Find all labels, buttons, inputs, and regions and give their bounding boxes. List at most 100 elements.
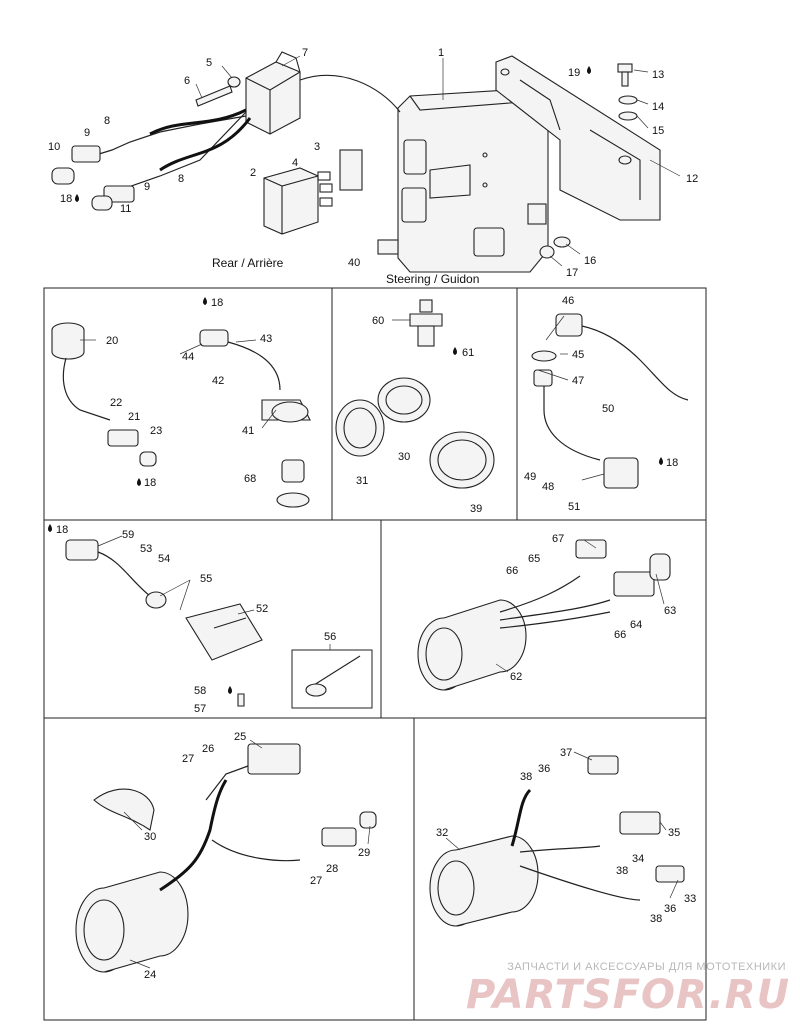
fuses-3-4 (317, 149, 363, 207)
callout-27-upper: 27 (182, 753, 194, 765)
callout-37: 37 (560, 747, 572, 759)
callout-66-upper: 66 (506, 565, 518, 577)
left-harness-8-11 (51, 108, 252, 211)
main-ecu-module (397, 87, 549, 273)
callout-47: 47 (572, 375, 584, 387)
gauge-32-assembly (429, 755, 685, 927)
callout-51: 51 (568, 501, 580, 513)
callout-8-lower: 8 (178, 173, 184, 185)
callout-20: 20 (106, 335, 118, 347)
callout-18-panel-a: 18 (144, 477, 156, 489)
mounting-bracket (495, 55, 661, 221)
caption-rear: Rear / Arrière (212, 256, 284, 270)
callout-1: 1 (438, 47, 444, 59)
callout-24: 24 (144, 969, 156, 981)
drop-icon-18e (48, 524, 52, 532)
callout-58: 58 (194, 685, 206, 697)
callout-13: 13 (652, 69, 664, 81)
caption-steering: Steering / Guidon (386, 272, 479, 286)
callout-23: 23 (150, 425, 162, 437)
callout-38-lower: 38 (650, 913, 662, 925)
callout-62: 62 (510, 671, 522, 683)
callout-11: 11 (120, 203, 131, 215)
callout-40: 40 (348, 257, 360, 269)
callout-64: 64 (630, 619, 642, 631)
callout-19: 19 (568, 67, 580, 79)
screw-6-washer-5 (195, 76, 241, 107)
callout-29: 29 (358, 847, 370, 859)
callout-8-upper: 8 (104, 115, 110, 127)
callout-38-middle: 38 (616, 865, 628, 877)
callout-18-panel-b: 18 (56, 524, 68, 536)
callout-15: 15 (652, 125, 664, 137)
callout-39: 39 (470, 503, 482, 515)
sensor-20-assembly (51, 322, 157, 467)
callout-61: 61 (462, 347, 474, 359)
callout-10: 10 (48, 141, 60, 153)
callout-63: 63 (664, 605, 676, 617)
callout-2: 2 (250, 167, 256, 179)
callout-6: 6 (184, 75, 190, 87)
tachometer-harness-46-51 (531, 313, 689, 489)
ecu-wire-loop (299, 75, 401, 113)
callout-50: 50 (602, 403, 614, 415)
callout-65: 65 (528, 553, 540, 565)
callout-25: 25 (234, 731, 246, 743)
water-pressure-sensor-41 (199, 329, 311, 508)
gauge-62-assembly (417, 539, 671, 691)
callout-59: 59 (122, 529, 134, 541)
callout-28: 28 (326, 863, 338, 875)
callout-12: 12 (686, 173, 698, 185)
callout-56: 56 (324, 631, 336, 643)
callout-27-lower: 27 (310, 875, 322, 887)
drop-icon-19 (587, 66, 591, 74)
callout-9-lower: 9 (144, 181, 150, 193)
callout-30-panel-d: 30 (144, 831, 156, 843)
watermark-tagline: ЗАПЧАСТИ И АКСЕССУАРЫ ДЛЯ МОТОТЕХНИКИ (507, 961, 786, 973)
callout-14: 14 (652, 101, 664, 113)
watermark-logo: PARTSFOR.RU (466, 972, 791, 1018)
callout-4: 4 (292, 157, 298, 169)
callout-32: 32 (436, 827, 448, 839)
relay-2 (263, 167, 319, 235)
callout-17: 17 (566, 267, 578, 279)
callout-35: 35 (668, 827, 680, 839)
connector-40 (377, 239, 399, 255)
callout-5: 5 (206, 57, 212, 69)
callout-36-lower: 36 (664, 903, 676, 915)
callout-30-panel-a: 30 (398, 451, 410, 463)
drop-icon-61 (453, 347, 457, 355)
callout-18-panel-c: 18 (666, 457, 678, 469)
drop-icon-18c (137, 478, 141, 486)
callout-26: 26 (202, 743, 214, 755)
callout-21: 21 (128, 411, 140, 423)
callout-67: 67 (552, 533, 564, 545)
gauge-bezels-30-31-39 (335, 377, 495, 489)
callout-33: 33 (684, 893, 696, 905)
callout-46: 46 (562, 295, 574, 307)
callout-66-lower: 66 (614, 629, 626, 641)
callout-34: 34 (632, 853, 644, 865)
gauge-24-assembly (75, 743, 377, 973)
callout-52: 52 (256, 603, 268, 615)
sender-60 (409, 299, 443, 347)
callout-3: 3 (314, 141, 320, 153)
callout-numbers: 1 2 3 4 5 6 7 8 8 9 9 10 11 12 13 14 15 … (48, 47, 698, 981)
callout-36-upper: 36 (538, 763, 550, 775)
callout-41: 41 (242, 425, 254, 437)
watermark: ЗАПЧАСТИ И АКСЕССУАРЫ ДЛЯ МОТОТЕХНИКИ PA… (466, 961, 791, 1018)
callout-60: 60 (372, 315, 384, 327)
callout-7: 7 (302, 47, 308, 59)
sealant-drop-icons (48, 66, 663, 694)
callout-22: 22 (110, 397, 122, 409)
callout-31: 31 (356, 475, 368, 487)
callout-18-top: 18 (60, 193, 72, 205)
callout-54: 54 (158, 553, 170, 565)
callout-49: 49 (524, 471, 536, 483)
callout-53: 53 (140, 543, 152, 555)
callout-48: 48 (542, 481, 554, 493)
drop-icon-58 (228, 686, 232, 694)
callout-9-upper: 9 (84, 127, 90, 139)
drop-icon-18d (659, 457, 663, 465)
